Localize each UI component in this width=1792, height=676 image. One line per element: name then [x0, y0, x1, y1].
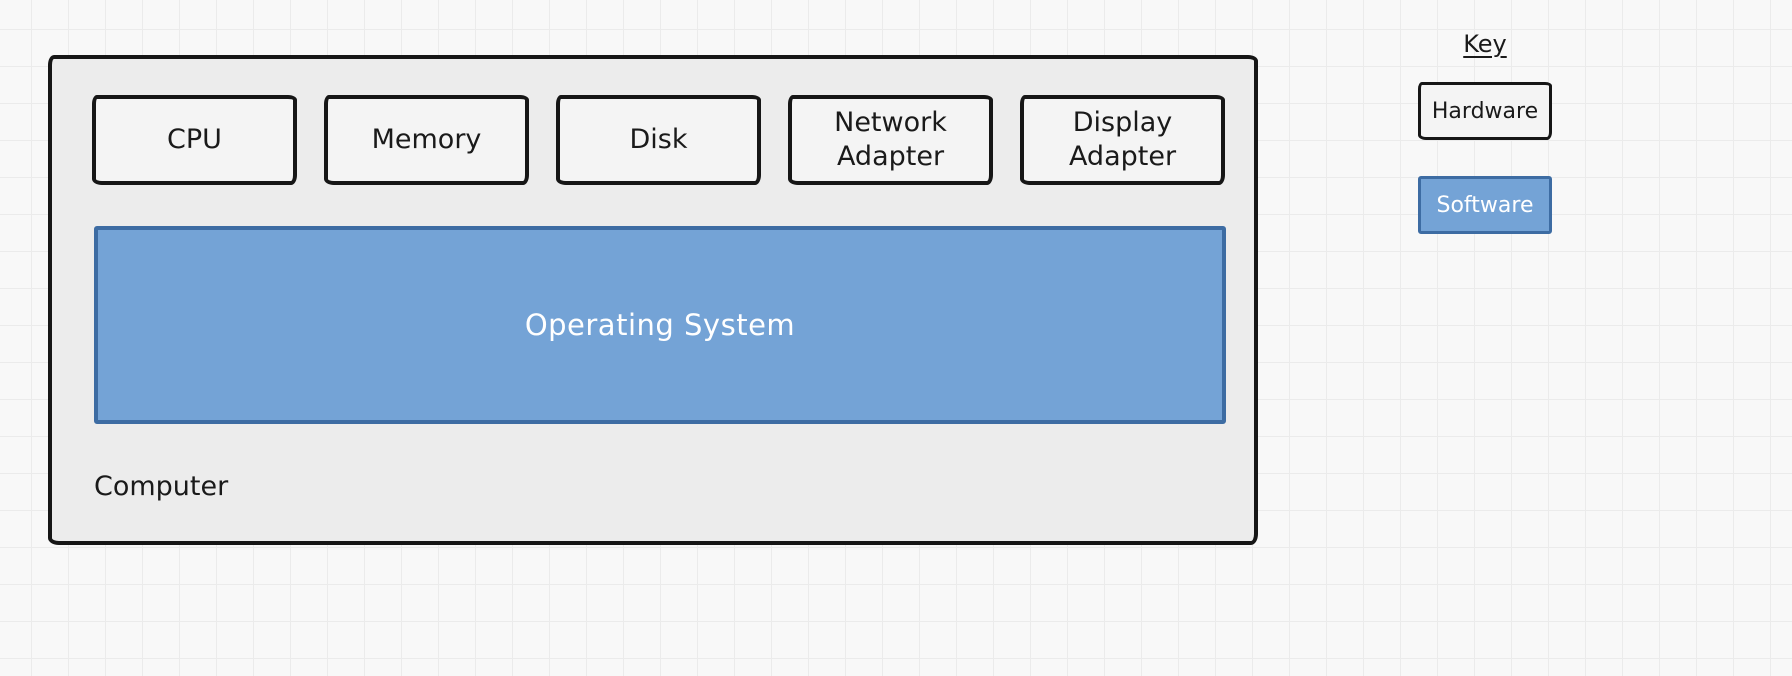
hardware-box-disk: Disk [556, 95, 761, 185]
hardware-box-network-adapter: Network Adapter [788, 95, 993, 185]
hardware-box-display-adapter: Display Adapter [1020, 95, 1225, 185]
key-item-software: Software [1418, 176, 1552, 234]
computer-label: Computer [94, 471, 229, 502]
hardware-box-network-adapter-label: Network Adapter [834, 107, 947, 172]
hardware-box-display-adapter-label: Display Adapter [1068, 107, 1177, 172]
hardware-box-disk-label: Disk [629, 124, 688, 156]
hardware-row: CPU Memory Disk Network Adapter Display … [92, 95, 1225, 185]
software-box-operating-system-label: Operating System [524, 308, 796, 342]
software-box-operating-system: Operating System [94, 226, 1226, 424]
hardware-box-memory: Memory [324, 95, 529, 185]
key-item-hardware: Hardware [1418, 82, 1552, 140]
key-item-software-label: Software [1436, 192, 1534, 218]
computer-container: CPU Memory Disk Network Adapter Display … [48, 55, 1258, 545]
hardware-box-memory-label: Memory [371, 124, 482, 156]
hardware-box-cpu: CPU [92, 95, 297, 185]
key-item-hardware-label: Hardware [1431, 98, 1539, 124]
key-legend: Key Hardware Software [1418, 30, 1552, 234]
key-title: Key [1463, 30, 1507, 58]
hardware-box-cpu-label: CPU [167, 124, 222, 156]
